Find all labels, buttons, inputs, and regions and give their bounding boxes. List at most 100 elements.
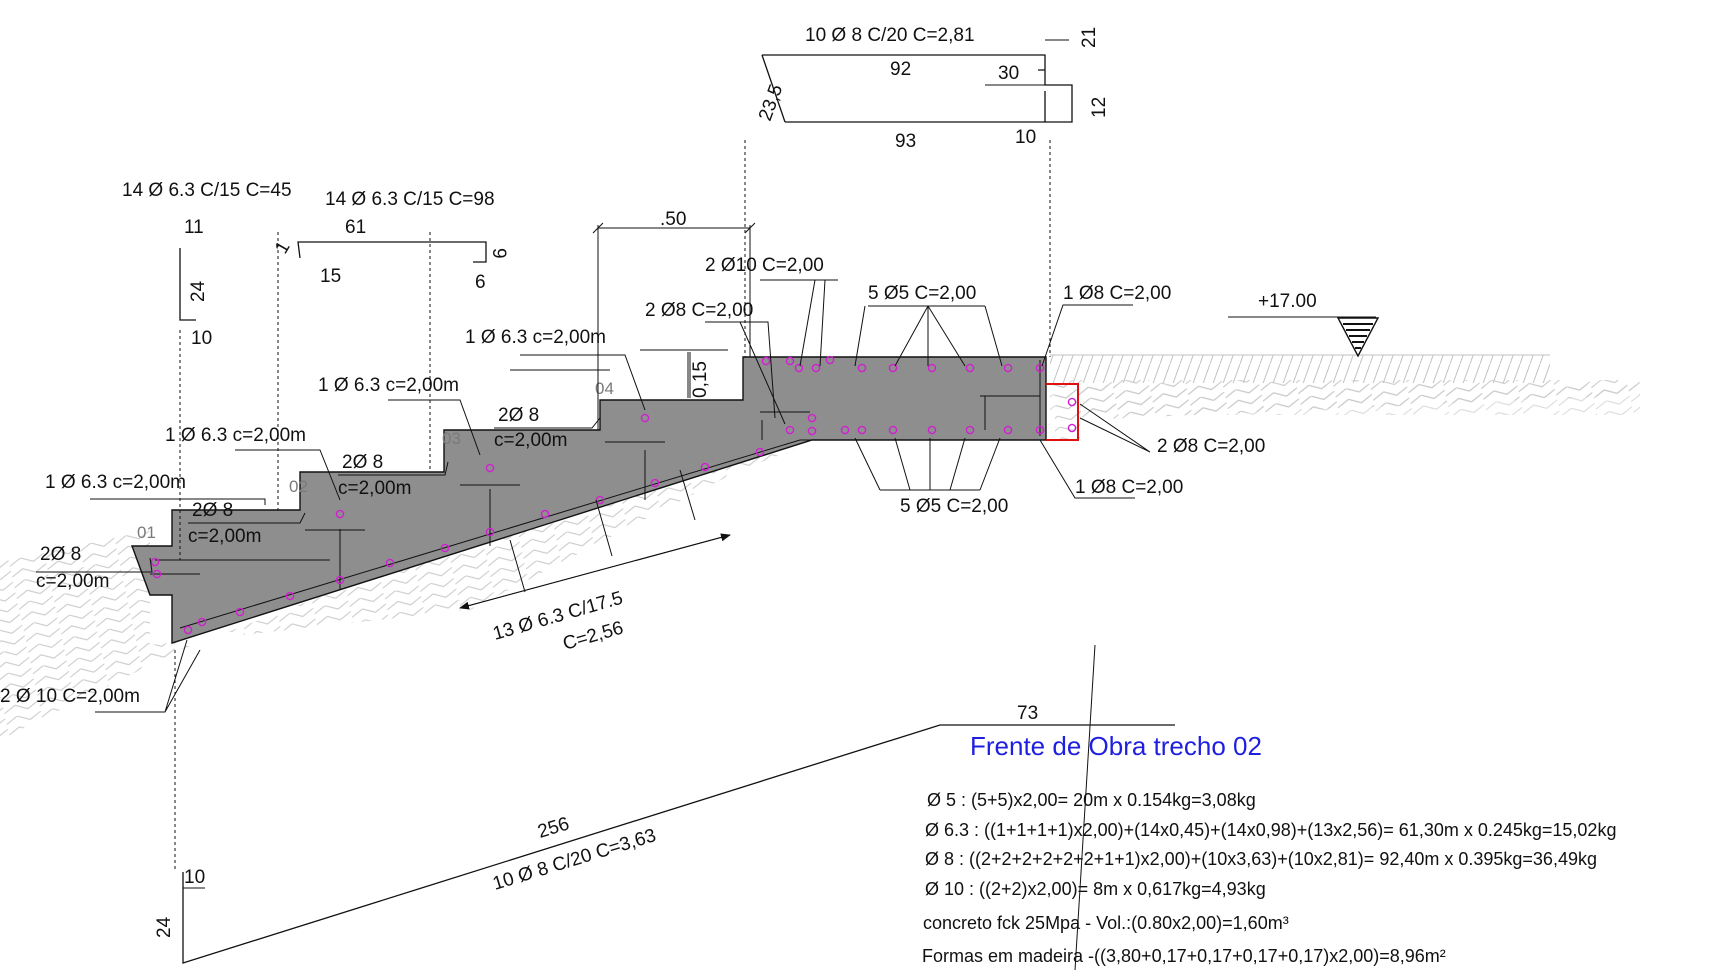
- rebar-dot: [152, 569, 162, 579]
- summary-line-phi8: Ø 8 : ((2+2+2+2+2+2+1+1)x2,00)+(10x3,63)…: [925, 849, 1597, 869]
- callout-2-8-right: 2 Ø8 C=2,00: [1157, 436, 1265, 457]
- callout-2-10-top: 2 Ø10 C=2,00: [705, 255, 824, 276]
- rebar-dot: [1003, 363, 1013, 373]
- step-number-04: 04: [595, 379, 614, 398]
- callout-2-8-top: 2 Ø8 C=2,00: [645, 300, 753, 321]
- rebar-dot: [785, 356, 795, 366]
- rebar-dot: [761, 356, 771, 366]
- rebar-dot: [485, 527, 495, 537]
- rebar-dot: [888, 363, 898, 373]
- rebar-dot: [794, 363, 804, 373]
- step-labels: 01 02 03 04 1 Ø 6.3 c=2,00m 1 Ø 6.3 c=2,…: [36, 327, 646, 592]
- dim-61: 61: [345, 217, 366, 238]
- step4-main-rebar: 1 Ø 6.3 c=2,00m: [465, 327, 606, 348]
- rebar-dot: [335, 509, 345, 519]
- dim-hook-21: 21: [1079, 27, 1100, 48]
- rebar-dot: [1003, 425, 1013, 435]
- rebar-dot: [183, 625, 193, 635]
- summary-line-concrete: concreto fck 25Mpa - Vol.:(0.80x2,00)=1,…: [923, 913, 1289, 933]
- rebar-dot: [807, 413, 817, 423]
- callout-1-8-bottom: 1 Ø8 C=2,00: [1075, 477, 1183, 498]
- rebar-dot: [540, 509, 550, 519]
- step2-pair-b: c=2,00m: [188, 526, 261, 547]
- step4-pair-a: 2Ø 8: [498, 405, 539, 426]
- rebar-dot: [150, 557, 160, 567]
- dim-15: 15: [320, 266, 341, 287]
- rebar-dot: [1067, 423, 1077, 433]
- dim-hook-30: 30: [998, 63, 1019, 84]
- rebar-dot: [857, 425, 867, 435]
- callout-slab-bar: 10 Ø 8 C/20 C=3,63: [490, 825, 658, 895]
- step-number-02: 02: [289, 477, 308, 496]
- level-marker: +17.00: [1258, 291, 1317, 312]
- rebar-dot: [1035, 425, 1045, 435]
- callout-hook-large: 14 Ø 6.3 C/15 C=98: [325, 189, 495, 210]
- callout-hook-small: 14 Ø 6.3 C/15 C=45: [122, 180, 292, 201]
- callout-5-5-top: 5 Ø5 C=2,00: [868, 283, 976, 304]
- step2-pair-a: 2Ø 8: [192, 500, 233, 521]
- dim-6: 6: [475, 272, 486, 293]
- summary-line-phi63: Ø 6.3 : ((1+1+1+1)x2,00)+(14x0,45)+(14x0…: [925, 820, 1616, 840]
- step3-pair-b: c=2,00m: [338, 478, 411, 499]
- step3-main-rebar: 1 Ø 6.3 c=2,00m: [318, 375, 459, 396]
- rebar-dot: [285, 591, 295, 601]
- rebar-dot: [888, 425, 898, 435]
- rebar-dot: [700, 462, 710, 472]
- rebar-dot: [927, 425, 937, 435]
- step-number-01: 01: [137, 523, 156, 542]
- rebar-dot: [385, 558, 395, 568]
- step-number-03: 03: [442, 429, 461, 448]
- step4-pair-b: c=2,00m: [494, 430, 567, 451]
- dim-side-10: 10: [184, 867, 205, 888]
- dim-256: 256: [535, 813, 571, 842]
- callout-5-5-bottom: 5 Ø5 C=2,00: [900, 496, 1008, 517]
- dim-right-12: 12: [1089, 97, 1110, 118]
- summary-line-forms: Formas em madeira -((3,80+0,17+0,17+0,17…: [922, 946, 1446, 966]
- stair-concrete-section: [130, 356, 1047, 644]
- dim-side-24: 24: [154, 916, 175, 938]
- summary-line-phi5: Ø 5 : (5+5)x2,00= 20m x 0.154kg=3,08kg: [927, 790, 1256, 810]
- rebar-dot: [440, 543, 450, 553]
- dim-11: 11: [184, 217, 204, 238]
- rebar-dot: [840, 425, 850, 435]
- dim-9: 9: [488, 248, 509, 259]
- rebar-dot: [965, 425, 975, 435]
- dim-10: 10: [191, 328, 212, 349]
- rebar-dot: [485, 463, 495, 473]
- landing-width: .50: [660, 209, 686, 230]
- dim-top-92: 92: [890, 59, 911, 80]
- rebar-dot: [807, 426, 817, 436]
- edge-formwork: [1046, 383, 1079, 441]
- rebar-dots: [150, 355, 1077, 635]
- rebar-dot: [335, 575, 345, 585]
- step2-main-rebar: 1 Ø 6.3 c=2,00m: [165, 425, 306, 446]
- callout-top-bar: 10 Ø 8 C/20 C=2,81: [805, 25, 975, 46]
- step-rise: 0,15: [690, 361, 711, 398]
- dim-slope-23-5: 23,5: [755, 82, 787, 124]
- dim-73: 73: [1017, 703, 1038, 724]
- rebar-dot: [197, 617, 207, 627]
- soil-hatching: [0, 354, 1640, 740]
- step1-main-rebar: 1 Ø 6.3 c=2,00m: [45, 472, 186, 493]
- summary-line-phi10: Ø 10 : ((2+2)x2,00)= 8m x 0,617kg=4,93kg: [925, 879, 1266, 899]
- rebar-dot: [755, 447, 765, 457]
- rebar-dot: [825, 355, 835, 365]
- callout-bottom-bars: 2 Ø 10 C=2,00m: [0, 686, 140, 707]
- dim-hook-1: 1: [271, 238, 294, 258]
- quantity-summary: Frente de Obra trecho 02 Ø 5 : (5+5)x2,0…: [922, 731, 1616, 966]
- rebar-dot: [1035, 363, 1045, 373]
- rebar-dot: [640, 413, 650, 423]
- rebar-dot: [1067, 397, 1077, 407]
- rebar-dot: [857, 363, 867, 373]
- rebar-dot: [235, 607, 245, 617]
- rebar-dot: [650, 478, 660, 488]
- rebar-dot: [927, 363, 937, 373]
- step3-pair-a: 2Ø 8: [342, 452, 383, 473]
- rebar-dot: [785, 425, 795, 435]
- callout-1-8-top: 1 Ø8 C=2,00: [1063, 283, 1171, 304]
- dim-end-10: 10: [1015, 127, 1036, 148]
- dim-24: 24: [188, 280, 209, 302]
- step1-pair-b: c=2,00m: [36, 571, 109, 592]
- summary-title: Frente de Obra trecho 02: [970, 731, 1262, 761]
